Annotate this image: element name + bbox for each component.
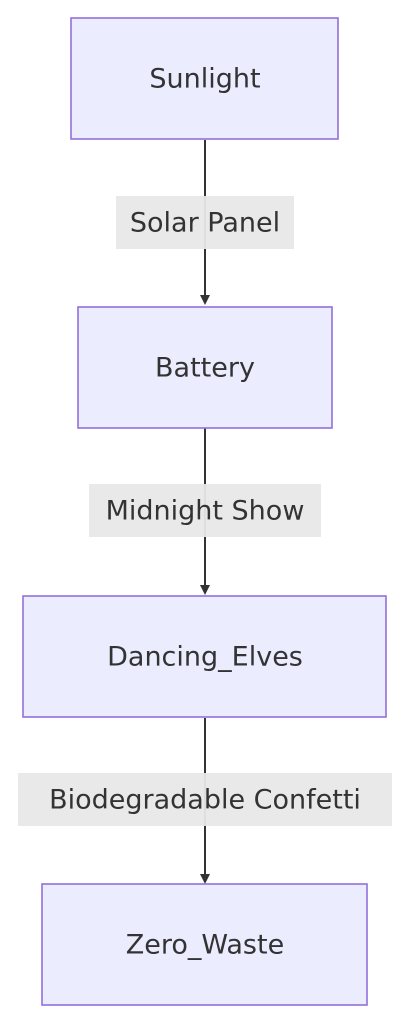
node-label: Sunlight [149, 64, 260, 95]
node-label: Dancing_Elves [107, 642, 303, 673]
edge-label-midnight-show: Midnight Show [89, 484, 321, 537]
node-zero-waste[interactable]: Zero_Waste [41, 883, 368, 1006]
node-battery[interactable]: Battery [77, 306, 333, 429]
edge-label-text: Solar Panel [130, 208, 280, 239]
edge-label-biodegradable-confetti: Biodegradable Confetti [18, 773, 392, 826]
edge-label-text: Midnight Show [106, 496, 305, 527]
node-label: Battery [155, 353, 255, 384]
node-dancing-elves[interactable]: Dancing_Elves [22, 595, 387, 718]
edge-label-text: Biodegradable Confetti [49, 785, 361, 816]
node-sunlight[interactable]: Sunlight [70, 17, 339, 140]
node-label: Zero_Waste [126, 930, 284, 961]
edge-label-solar-panel: Solar Panel [116, 196, 294, 249]
